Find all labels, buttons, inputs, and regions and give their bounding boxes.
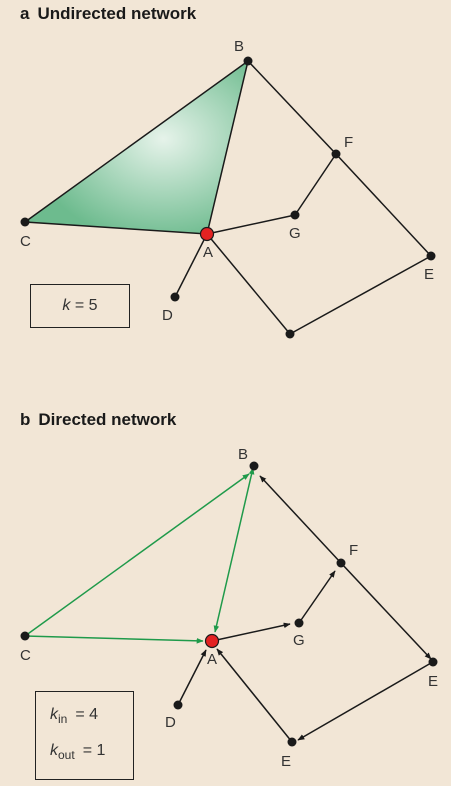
label-lower-dir: E (281, 753, 291, 770)
degree-box-b: kin= 4 kout= 1 (35, 691, 134, 780)
edge-a-d (174, 233, 208, 298)
edge-a-g-dir (211, 622, 291, 642)
label-a-dir: A (207, 651, 217, 668)
label-f: F (344, 134, 353, 151)
label-a: A (203, 244, 213, 261)
panel-b-heading: Directed network (38, 410, 177, 429)
edge-h-e (289, 255, 432, 335)
triangle-cab (22, 59, 250, 235)
edge-g-f (298, 570, 336, 624)
label-g-dir: G (293, 632, 305, 649)
panel-a-heading: Undirected network (37, 4, 197, 23)
label-d-dir: D (165, 714, 176, 731)
degree-box-a: k = 5 (30, 284, 130, 328)
node-b (243, 56, 253, 66)
edge-c-a (24, 635, 204, 644)
kin-row: kin = 4 (50, 706, 98, 726)
degree-var: k (62, 297, 71, 314)
edge-f-b (259, 475, 342, 564)
panel-b-letter: b (20, 410, 31, 429)
kout-var: k (50, 742, 58, 759)
label-g: G (289, 225, 301, 242)
edge-a-h (206, 233, 291, 335)
kin-var: k (50, 706, 58, 723)
label-f-dir: F (349, 542, 358, 559)
node-e-dir (428, 657, 438, 667)
edge-b-f (247, 60, 337, 155)
edge-a-g (206, 214, 296, 235)
node-c-dir (20, 631, 30, 641)
label-d: D (162, 307, 173, 324)
panel-b-title: b Directed network (20, 410, 176, 430)
node-g-dir (294, 618, 304, 628)
kin-value: = 4 (75, 706, 99, 723)
edge-f-g (294, 153, 337, 216)
edge-e-lower (297, 662, 432, 741)
label-b-dir: B (238, 446, 248, 463)
node-f-dir (336, 558, 346, 568)
degree-value: = 5 (74, 297, 98, 314)
kin-sub: in (58, 712, 68, 727)
label-e: E (424, 266, 434, 283)
panel-a-letter: a (20, 4, 30, 23)
edge-f-e-dir (340, 562, 432, 660)
node-c (20, 217, 30, 227)
node-g (290, 210, 300, 220)
node-b-dir (249, 461, 259, 471)
node-f (331, 149, 341, 159)
label-c-dir: C (20, 647, 31, 664)
label-e-dir: E (428, 673, 438, 690)
edge-d-a (177, 649, 207, 706)
edge-lower-a (216, 648, 293, 743)
node-a-focus-dir (204, 633, 220, 649)
node-a-focus (199, 226, 215, 242)
edge-f-e (335, 153, 432, 257)
kout-sub: out (58, 748, 75, 763)
node-e (426, 251, 436, 261)
panel-a-title: a Undirected network (20, 4, 196, 24)
node-lower-dir (287, 737, 297, 747)
node-unlabeled (285, 329, 295, 339)
label-c: C (20, 233, 31, 250)
kout-row: kout = 1 (50, 742, 105, 762)
label-b: B (234, 38, 244, 55)
edge-b-a (213, 467, 255, 633)
kout-value: = 1 (82, 742, 106, 759)
node-d (170, 292, 180, 302)
edge-c-b (24, 473, 250, 637)
undirected-network-diagram: B C F G A E D (20, 38, 436, 339)
node-d-dir (173, 700, 183, 710)
